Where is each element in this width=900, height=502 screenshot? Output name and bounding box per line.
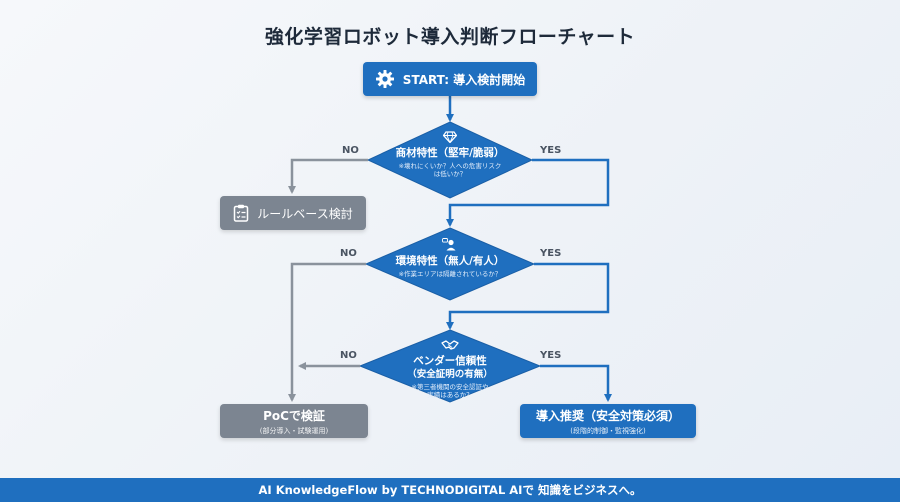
d1-yes-label: YES — [540, 145, 562, 156]
footer-banner: AI KnowledgeFlow by TECHNODIGITAL AIで 知識… — [0, 478, 900, 502]
decision-2-sub-1: ※作業エリアは隔離されているか？ — [398, 270, 502, 278]
connector-d2-yes — [446, 262, 610, 330]
adopt-sub: (段階的制御・監視強化) — [570, 426, 646, 435]
rule-based-label: ルールベース検討 — [257, 206, 353, 221]
decision-3-title-2: （安全証明の有無） — [407, 369, 493, 380]
decision-1-title: 商材特性（堅牢/脆弱） — [395, 147, 505, 159]
poc-sub: (部分導入・試験運用) — [259, 426, 329, 435]
decision-1-text: 商材特性（堅牢/脆弱） ※壊れにくいか？人への危害リスク は低いか？ — [370, 128, 530, 178]
connector-d3-yes — [540, 364, 612, 402]
poc-label: PoCで検証 — [263, 408, 325, 423]
decision-2-text: 環境特性（無人/有人） ※作業エリアは隔離されているか？ — [370, 236, 530, 278]
person-chat-icon — [442, 236, 458, 255]
connector-d1-yes — [446, 158, 610, 227]
page-title: 強化学習ロボット導入判断フローチャート — [264, 26, 636, 48]
decision-2-title: 環境特性（無人/有人） — [395, 255, 505, 267]
gem-icon — [442, 128, 458, 147]
decision-3-sub-1: ※第三者機関の安全認証や — [411, 383, 489, 391]
connector-d2-no — [288, 262, 366, 402]
decision-1-sub-2: は低いか？ — [433, 170, 467, 178]
handshake-icon — [441, 336, 459, 355]
decision-3-diamond — [358, 329, 542, 403]
adopt-node: 導入推奨（安全対策必須） (段階的制御・監視強化) — [520, 404, 696, 438]
rule-based-node: ルールベース検討 — [220, 196, 366, 230]
decision-3-title: ベンダー信頼性 — [413, 355, 487, 367]
gear-icon — [375, 69, 395, 89]
d3-yes-label: YES — [540, 350, 562, 361]
poc-node: PoCで検証 (部分導入・試験運用) — [220, 404, 368, 438]
decision-3-sub-2: 実績はあるか？ — [427, 391, 473, 399]
adopt-label: 導入推奨（安全対策必須） — [535, 408, 680, 423]
decision-2-diamond — [364, 227, 536, 301]
connector-d1-no — [288, 158, 368, 194]
clipboard-icon — [233, 204, 249, 222]
start-node: START: 導入検討開始 — [363, 62, 537, 96]
d1-no-label: NO — [342, 145, 359, 156]
decision-1-sub-1: ※壊れにくいか？人への危害リスク — [398, 162, 502, 170]
decision-1-diamond — [366, 121, 534, 199]
start-label: START: 導入検討開始 — [402, 72, 526, 87]
d3-no-label: NO — [340, 350, 357, 361]
d2-no-label: NO — [340, 248, 357, 259]
d2-yes-label: YES — [540, 248, 562, 259]
decision-3-text: ベンダー信頼性 （安全証明の有無） ※第三者機関の安全認証や 実績はあるか？ — [370, 336, 530, 399]
